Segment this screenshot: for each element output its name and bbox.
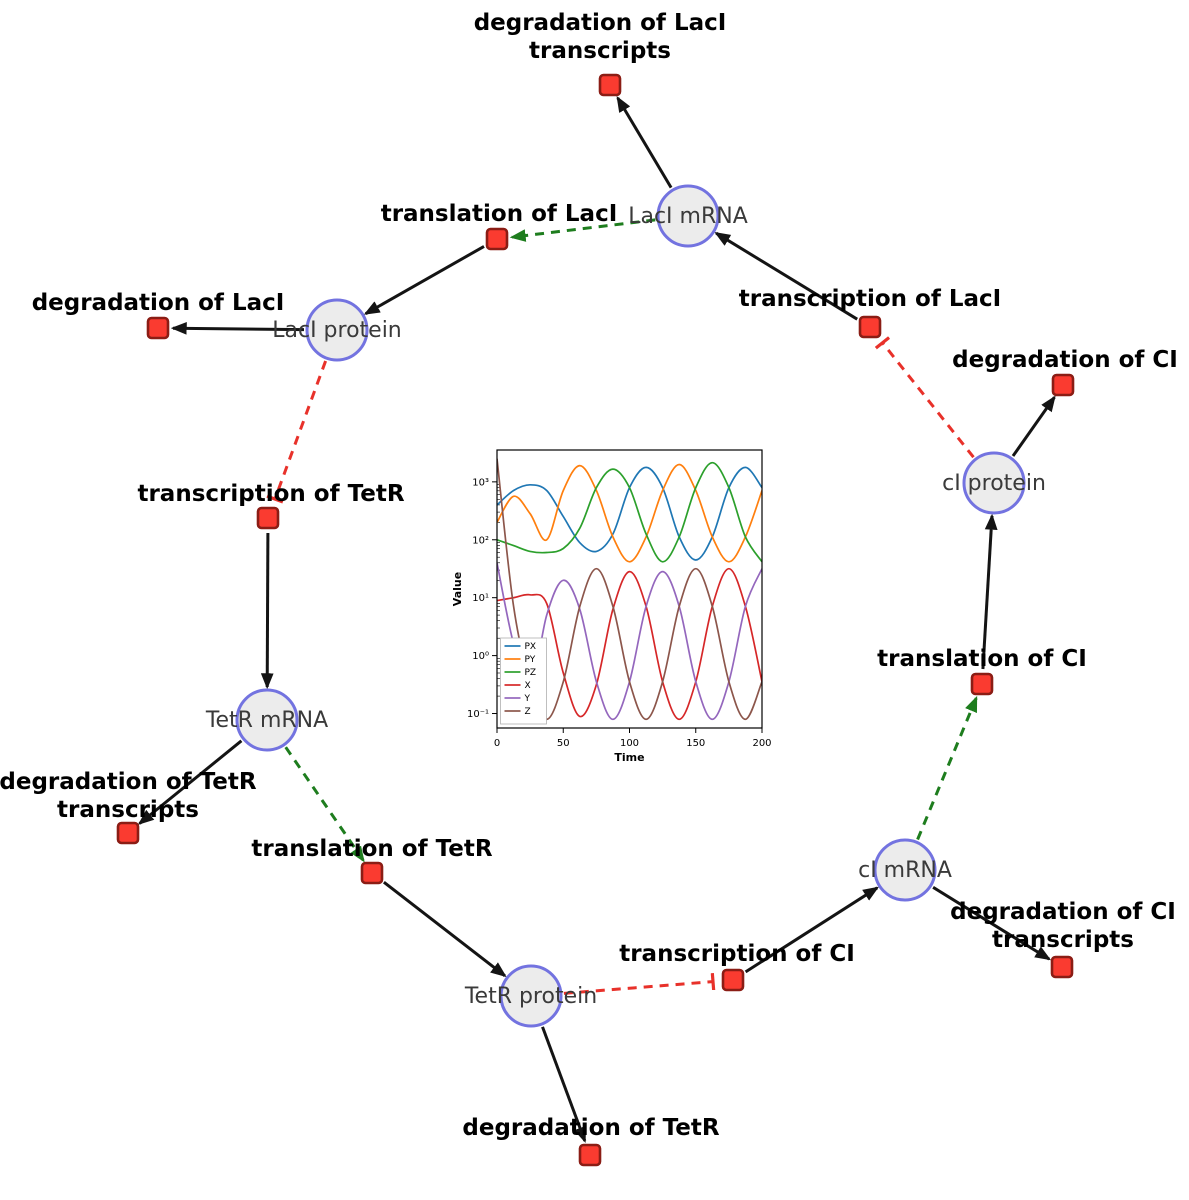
species-node-tetr-protein[interactable] [499, 964, 563, 1028]
reaction-label-line: transcripts [992, 927, 1134, 953]
reaction-node-degradation-tetr-transcripts[interactable] [116, 821, 140, 845]
edge-modifier-tetr-mrna-to-translation-tetr [284, 746, 365, 863]
legend-label-Z: Z [525, 707, 531, 717]
chart-y-tick-label: 10² [472, 535, 489, 546]
edge-production-translation-tetr-to-tetr-protein [382, 881, 507, 978]
species-label-laci-protein: LacI protein [272, 318, 402, 343]
chart-y-tick-label: 10⁰ [472, 651, 489, 662]
reaction-label-line: degradation of TetR [0, 769, 257, 795]
reaction-label-degradation-ci: degradation of CI [952, 347, 1178, 373]
reaction-label-line: degradation of CI [950, 899, 1176, 925]
chart-y-tick-label: 10⁻¹ [467, 709, 489, 720]
reaction-label-line: translation of CI [877, 646, 1087, 672]
chart-y-tick-label: 10³ [472, 477, 489, 488]
edge-production-transcription-tetr-to-tetr-mrna [260, 532, 274, 690]
chart-frame [496, 449, 763, 729]
legend-label-X: X [525, 681, 531, 691]
chart-series-PZ [497, 461, 762, 563]
edge-production-transcription-laci-to-laci-mrna [714, 231, 858, 321]
edge-production-transcription-ci-to-ci-mrna [744, 886, 880, 974]
species-node-laci-mrna[interactable] [656, 184, 720, 248]
edge-consumption-tetr-mrna-to-degradation-tetr-transcripts [137, 739, 243, 825]
chart-y-tick-label: 10¹ [472, 593, 489, 604]
species-label-tetr-mrna: TetR mRNA [205, 708, 328, 733]
edge-production-translation-laci-to-laci-protein [363, 245, 485, 316]
chart-x-tick-label: 50 [557, 738, 570, 749]
species-node-laci-protein[interactable] [305, 298, 369, 362]
reaction-label-line: degradation of LacI [474, 10, 727, 36]
species-node-ci-protein[interactable] [962, 451, 1026, 515]
reaction-label-line: transcripts [57, 797, 199, 823]
chart-x-tick-label: 200 [752, 738, 771, 749]
reaction-label-translation-ci: translation of CI [877, 646, 1087, 672]
legend-label-PZ: PZ [525, 668, 537, 678]
reaction-label-translation-laci: translation of LacI [381, 201, 618, 227]
reaction-node-transcription-ci[interactable] [721, 968, 745, 992]
reaction-label-line: translation of LacI [381, 201, 618, 227]
chart-series-X [497, 567, 762, 721]
reaction-node-translation-laci[interactable] [485, 227, 509, 251]
reaction-label-line: degradation of LacI [32, 290, 285, 316]
chart-ylabel: Value [451, 572, 464, 606]
legend-label-PY: PY [525, 655, 536, 665]
reaction-label-translation-tetr: translation of TetR [251, 836, 492, 862]
species-node-ci-mrna[interactable] [873, 838, 937, 902]
chart-legend [500, 637, 547, 725]
reaction-node-translation-ci[interactable] [970, 672, 994, 696]
reaction-label-transcription-tetr: transcription of TetR [137, 481, 404, 507]
edge-modifier-ci-mrna-to-translation-ci [916, 695, 978, 841]
legend-label-Y: Y [524, 694, 531, 704]
edge-consumption-laci-mrna-to-degradation-laci-transcripts [616, 95, 673, 189]
reaction-label-line: translation of TetR [251, 836, 492, 862]
edge-consumption-ci-protein-to-degradation-ci [1011, 395, 1056, 457]
edge-inhibition-laci-protein-to-transcription-tetr [266, 360, 328, 504]
reaction-label-degradation-laci: degradation of LacI [32, 290, 285, 316]
edges-layer [137, 95, 1056, 1144]
species-label-laci-mrna: LacI mRNA [628, 204, 748, 229]
reaction-node-degradation-laci-transcripts[interactable] [598, 73, 622, 97]
reaction-label-transcription-ci: transcription of CI [619, 941, 855, 967]
chart-xlabel: Time [614, 751, 644, 764]
chart-series-PY [497, 463, 762, 563]
reaction-node-degradation-ci[interactable] [1051, 373, 1075, 397]
reaction-label-transcription-laci: transcription of LacI [739, 286, 1002, 312]
edge-production-translation-ci-to-ci-protein [981, 513, 998, 670]
reaction-node-degradation-tetr[interactable] [578, 1143, 602, 1167]
reaction-label-line: transcripts [529, 38, 671, 64]
species-label-ci-mrna: cI mRNA [858, 858, 952, 883]
reaction-label-line: transcription of TetR [137, 481, 404, 507]
species-label-ci-protein: cI protein [942, 471, 1046, 496]
reaction-label-line: transcription of CI [619, 941, 855, 967]
reaction-label-line: transcription of LacI [739, 286, 1002, 312]
chart-x-tick-label: 0 [494, 738, 500, 749]
legend-label-PX: PX [525, 642, 537, 652]
edge-inhibition-ci-protein-to-transcription-laci [874, 336, 975, 459]
edge-consumption-tetr-protein-to-degradation-tetr [541, 1026, 587, 1144]
species-node-tetr-mrna[interactable] [235, 688, 299, 752]
reaction-label-line: degradation of CI [952, 347, 1178, 373]
reaction-node-degradation-ci-transcripts[interactable] [1050, 955, 1074, 979]
edge-modifier-laci-mrna-to-translation-laci [509, 218, 656, 242]
reaction-node-transcription-tetr[interactable] [256, 506, 280, 530]
species-label-tetr-protein: TetR protein [464, 984, 597, 1009]
chart-x-tick-label: 100 [620, 738, 639, 749]
edge-consumption-laci-protein-to-degradation-laci [170, 321, 305, 335]
reaction-label-line: degradation of TetR [462, 1115, 719, 1141]
reaction-label-degradation-tetr: degradation of TetR [462, 1115, 719, 1141]
edge-inhibition-tetr-protein-to-transcription-ci [563, 973, 716, 995]
reaction-node-degradation-laci[interactable] [146, 316, 170, 340]
reaction-node-translation-tetr[interactable] [360, 861, 384, 885]
chart-x-tick-label: 150 [686, 738, 705, 749]
edge-consumption-ci-mrna-to-degradation-ci-transcripts [932, 886, 1052, 961]
reaction-node-transcription-laci[interactable] [858, 315, 882, 339]
